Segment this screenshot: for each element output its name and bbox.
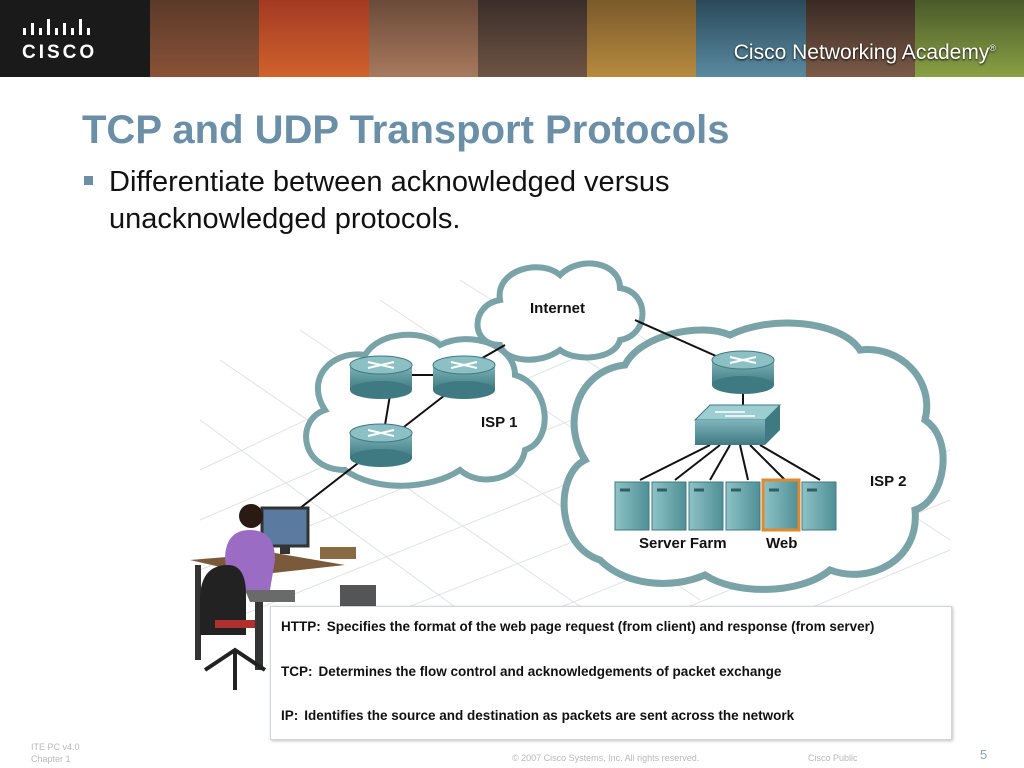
academy-label: Cisco Networking Academy bbox=[733, 41, 990, 64]
router-isp2 bbox=[711, 350, 775, 394]
registered-mark: ® bbox=[989, 43, 996, 53]
router-isp1-c bbox=[349, 423, 413, 467]
isp2-label: ISP 2 bbox=[870, 473, 906, 490]
footer-course-info: ITE PC v4.0 Chapter 1 bbox=[31, 741, 80, 765]
cisco-bridge-logo-icon bbox=[23, 19, 90, 35]
cisco-wordmark: CISCO bbox=[22, 42, 98, 63]
internet-cloud bbox=[474, 260, 646, 363]
http-key: HTTP: bbox=[281, 619, 321, 634]
protocol-description-panel: HTTP: Specifies the format of the web pag… bbox=[270, 606, 952, 740]
internet-label: Internet bbox=[530, 300, 585, 317]
page-number: 5 bbox=[980, 747, 988, 762]
router-isp1-a bbox=[349, 355, 413, 399]
header-banner: CISCO Cisco Networking Academy® bbox=[0, 0, 1024, 77]
switch-isp2 bbox=[693, 404, 782, 445]
footer-classification: Cisco Public bbox=[808, 753, 858, 763]
academy-name: Cisco Networking Academy® bbox=[734, 41, 996, 65]
network-diagram: Internet ISP 1 ISP 2 bbox=[190, 260, 951, 721]
server-farm-label: Server Farm bbox=[639, 535, 727, 552]
http-description: HTTP: Specifies the format of the web pag… bbox=[281, 619, 874, 634]
tcp-description: TCP: Determines the flow control and ackn… bbox=[281, 664, 781, 679]
bullet-square-icon bbox=[84, 176, 93, 185]
banner-photo-strip bbox=[150, 0, 1024, 77]
footer-chapter: Chapter 1 bbox=[31, 754, 71, 764]
router-isp1-b bbox=[432, 355, 496, 399]
footer-course: ITE PC v4.0 bbox=[31, 742, 80, 752]
slide-bullet: Differentiate between acknowledged versu… bbox=[109, 166, 670, 235]
cisco-logo-area bbox=[0, 0, 150, 77]
footer-copyright: © 2007 Cisco Systems, Inc. All rights re… bbox=[512, 753, 700, 763]
isp1-label: ISP 1 bbox=[481, 414, 517, 431]
web-label: Web bbox=[766, 535, 797, 552]
user-workstation bbox=[190, 504, 376, 690]
ip-text: Identifies the source and destination as… bbox=[304, 708, 795, 723]
ip-description: IP: Identifies the source and destination… bbox=[281, 708, 794, 723]
server-farm bbox=[614, 478, 837, 532]
tcp-text: Determines the flow control and acknowle… bbox=[318, 664, 782, 679]
http-text: Specifies the format of the web page req… bbox=[326, 619, 875, 634]
slide-title: TCP and UDP Transport Protocols bbox=[82, 108, 730, 152]
ip-key: IP: bbox=[281, 708, 299, 723]
web-server-highlight bbox=[761, 478, 801, 532]
tcp-key: TCP: bbox=[281, 664, 313, 679]
